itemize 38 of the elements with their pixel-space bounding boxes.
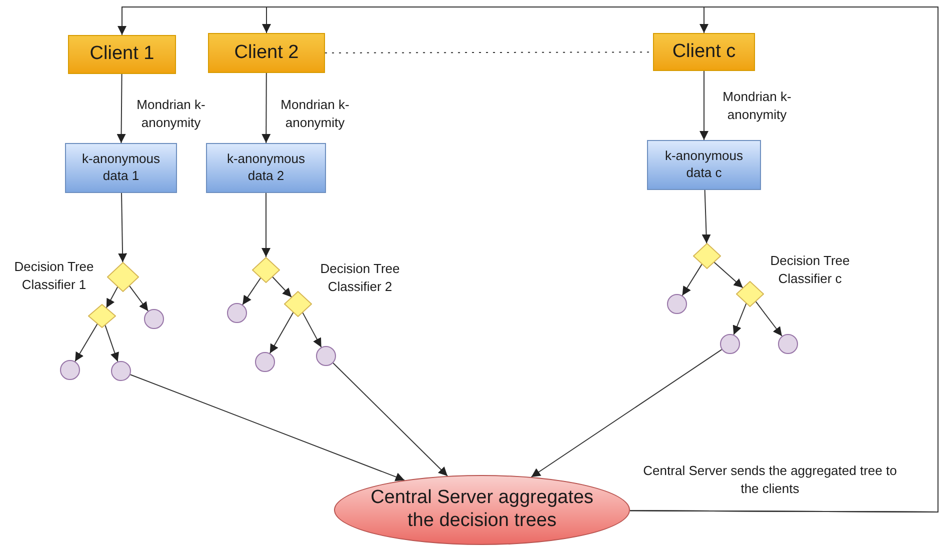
arrow [118, 192, 128, 263]
arrow [682, 264, 702, 296]
arrow [269, 312, 294, 354]
arrow [302, 312, 322, 348]
client-box: Client 2 [208, 33, 325, 73]
arrow [700, 70, 708, 140]
arrow [242, 278, 262, 306]
arrow [262, 72, 271, 144]
arrow [129, 285, 149, 312]
client-box: Client 1 [68, 35, 176, 74]
decision-diamond [736, 281, 764, 307]
arrow [530, 349, 722, 478]
arrow [702, 190, 711, 244]
decision-diamond [107, 262, 139, 292]
data-box: k-anonymous data c [647, 140, 761, 190]
arrow [630, 6, 938, 512]
arrow [74, 324, 98, 362]
arrow [116, 74, 126, 144]
classifier-label: Decision Tree Classifier c [769, 252, 851, 288]
arrow [262, 192, 270, 258]
decision-diamond [252, 257, 280, 283]
arrow [130, 374, 405, 482]
arrow [732, 303, 747, 336]
client-box: Client c [653, 33, 755, 71]
arrow [755, 301, 782, 336]
arrow [714, 262, 744, 288]
arrow [272, 276, 292, 298]
classifier-label: Decision Tree Classifier 1 [13, 258, 95, 294]
server-ellipse: Central Server aggregates the decision trees [334, 475, 630, 545]
classifier-label: Decision Tree Classifier 2 [319, 260, 401, 296]
data-box: k-anonymous data 2 [206, 143, 326, 193]
arrow [332, 362, 448, 476]
arrow [104, 324, 120, 362]
decision-diamond [693, 243, 721, 269]
decision-diamond [88, 304, 116, 328]
data-box: k-anonymous data 1 [65, 143, 177, 193]
arrow [106, 286, 118, 308]
decision-diamond [284, 291, 312, 317]
